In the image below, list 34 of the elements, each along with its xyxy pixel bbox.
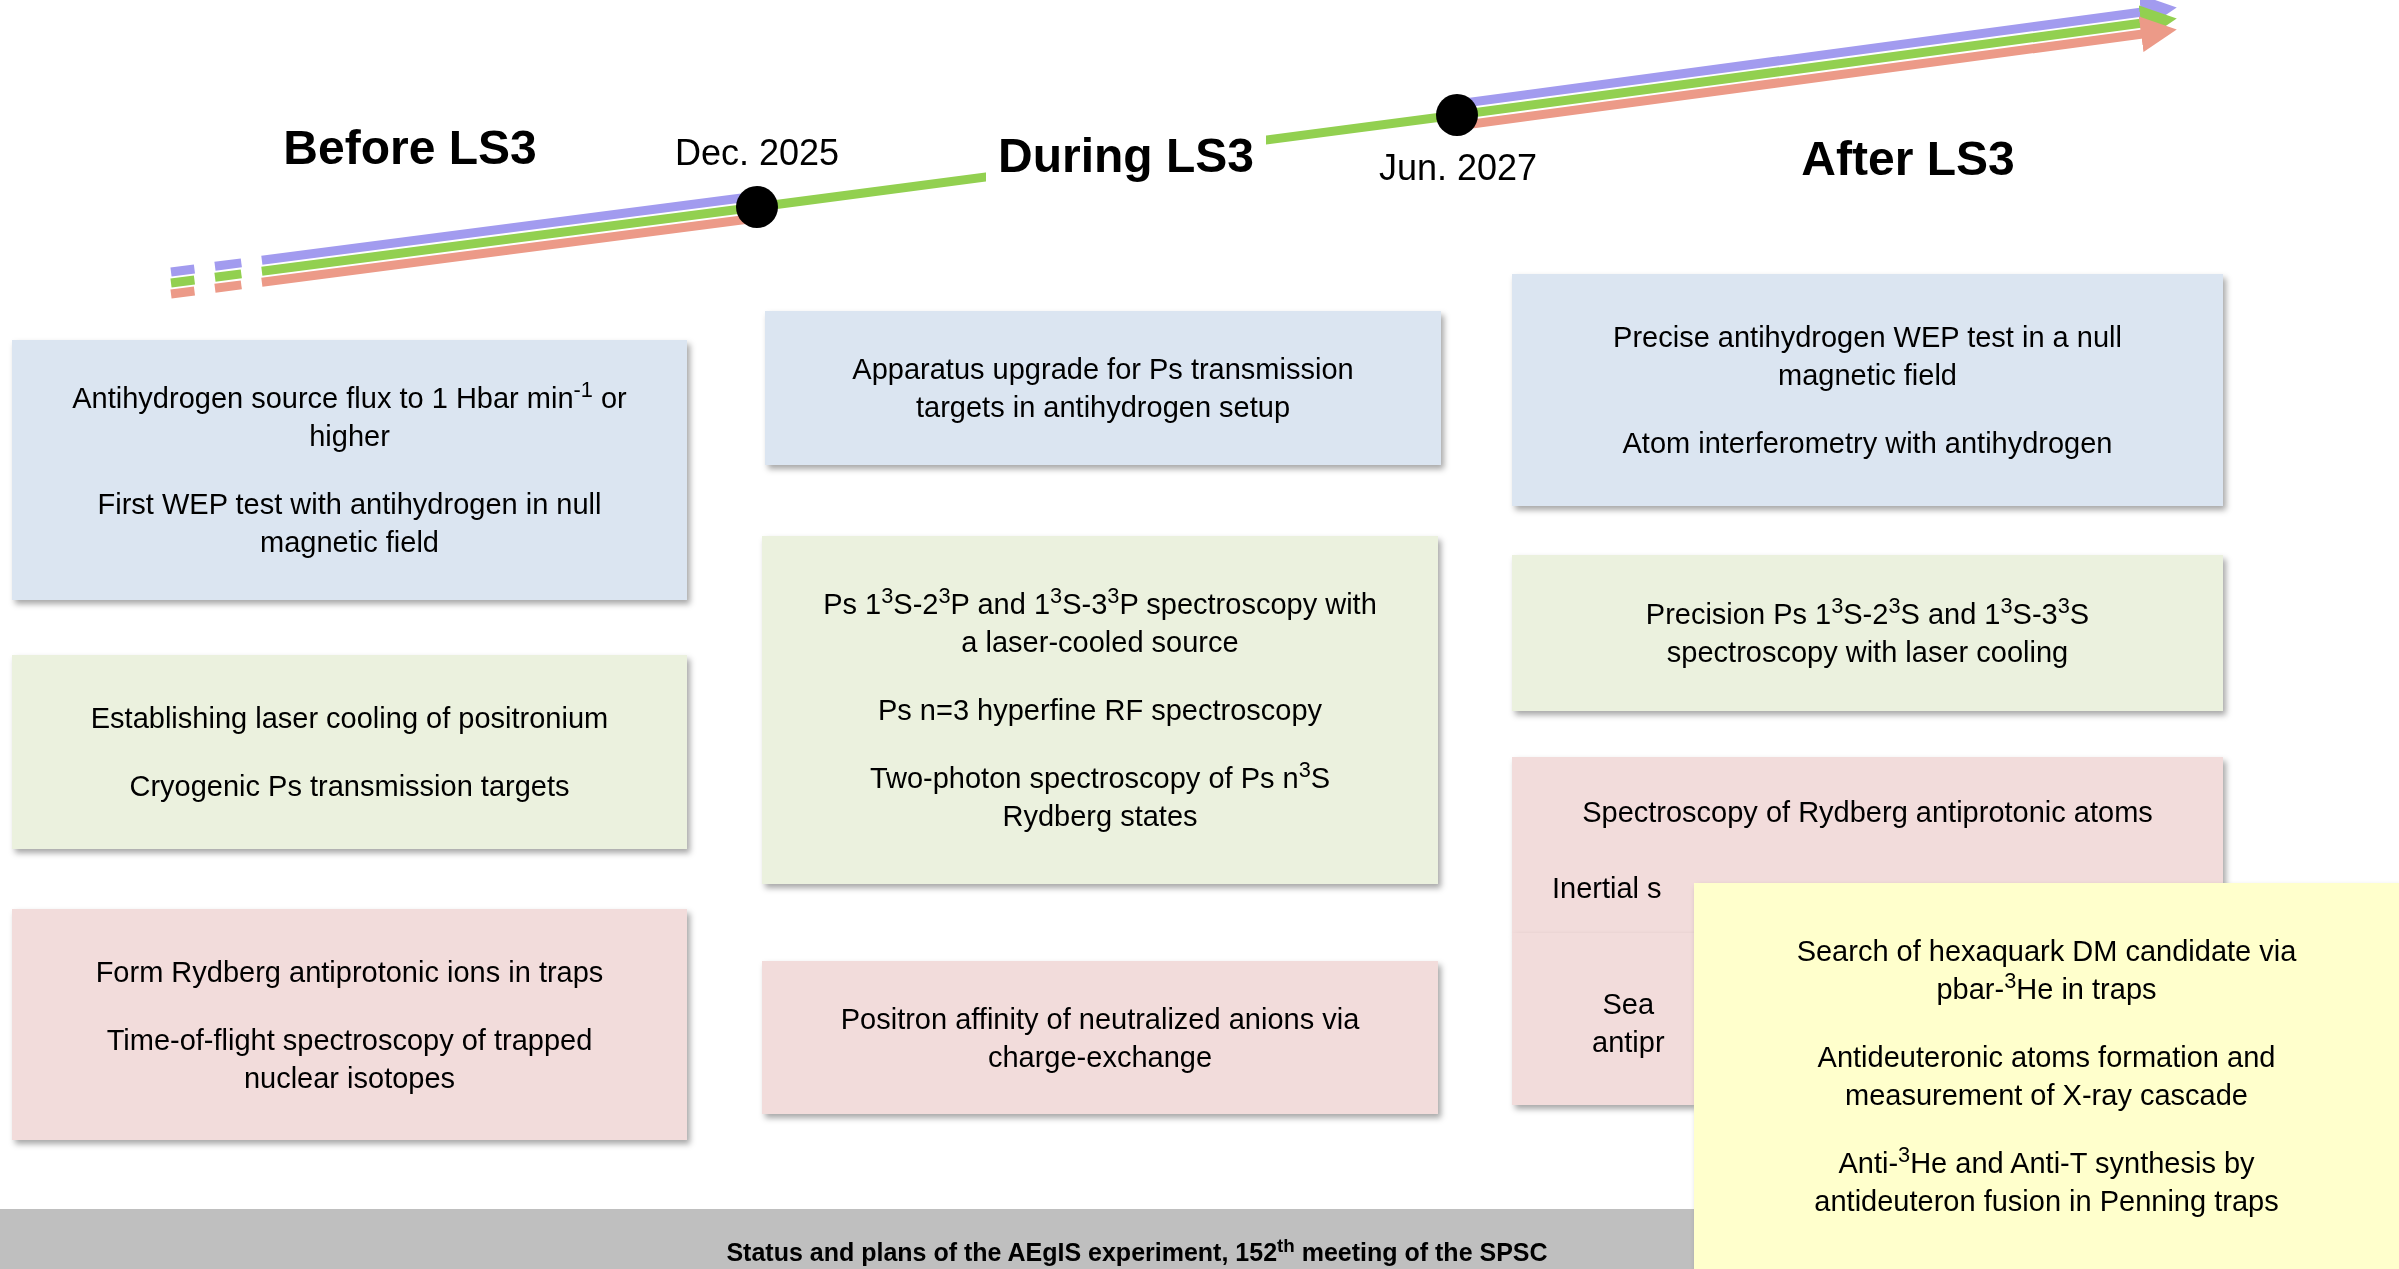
card-text: Atom interferometry with antihydrogen — [1622, 426, 2113, 461]
card-text: Spectroscopy of Rydberg antiprotonic atoms — [1582, 795, 2153, 830]
card-text: First WEP test with antihydrogen in null magnetic field — [96, 487, 603, 560]
card-text: Cryogenic Ps transmission targets — [129, 769, 570, 804]
card-text: Inertial s — [1552, 871, 1662, 906]
milestone-date: Dec. 2025 — [674, 131, 840, 175]
milestone-card — [765, 311, 1441, 465]
footer-text: Status and plans of the AEgIS experiment, 152$^{th}$ meeting of the SPSC — [726, 1234, 1548, 1269]
card-text: Positron affinity of neutralized anions via charge-exchange — [839, 1001, 1361, 1075]
phase-heading: Before LS3 — [283, 120, 537, 176]
card-text: Antihydrogen source flux to 1 Hbar min$^{-1}$ or higher — [72, 379, 627, 454]
card-text: Form Rydberg antiprotonic ions in traps — [95, 954, 604, 990]
card-text: Precision Ps 1$^{3}$S-2$^{3}$S and 1$^{3}$S-3$^{3}$S spectroscopy with laser cooling — [1644, 595, 2091, 670]
card-text: Establishing laser cooling of positronium — [90, 701, 609, 736]
milestone-card — [1512, 274, 2223, 506]
milestone-card — [1512, 555, 2223, 711]
card-text: Sea antipr — [1592, 987, 1665, 1060]
card-text: Apparatus upgrade for Ps transmission targets in antihydrogen setup — [851, 352, 1355, 425]
milestone-card — [762, 536, 1438, 884]
card-text: Two-photon spectroscopy of Ps n$^{3}$S Rydberg states — [868, 759, 1332, 834]
card-text: Time-of-flight spectroscopy of trapped nuclear isotopes — [105, 1022, 594, 1096]
phase-heading: After LS3 — [1801, 131, 2015, 187]
card-text: Ps 1$^{3}$S-2$^{3}$P and 1$^{3}$S-3$^{3}$P spectroscopy with a laser-cooled source — [822, 585, 1378, 660]
milestone-card — [12, 655, 687, 849]
card-text: Precise antihydrogen WEP test in a null magnetic field — [1612, 320, 2123, 393]
milestone-date: Jun. 2027 — [1378, 146, 1538, 190]
card-text: Search of hexaquark DM candidate via pbar-$^{3}$He in traps — [1795, 934, 2298, 1007]
card-text: Anti-$^{3}$He and Anti-T synthesis by antideuteron fusion in Penning traps — [1813, 1144, 2280, 1219]
milestone-card — [762, 961, 1438, 1114]
callout-tooltip — [1694, 883, 2399, 1269]
milestone-card — [12, 340, 687, 600]
milestone-card — [12, 909, 687, 1140]
card-text: Ps n=3 hyperfine RF spectroscopy — [877, 693, 1323, 728]
card-text: Antideuteronic atoms formation and measurement of X-ray cascade — [1816, 1040, 2277, 1113]
